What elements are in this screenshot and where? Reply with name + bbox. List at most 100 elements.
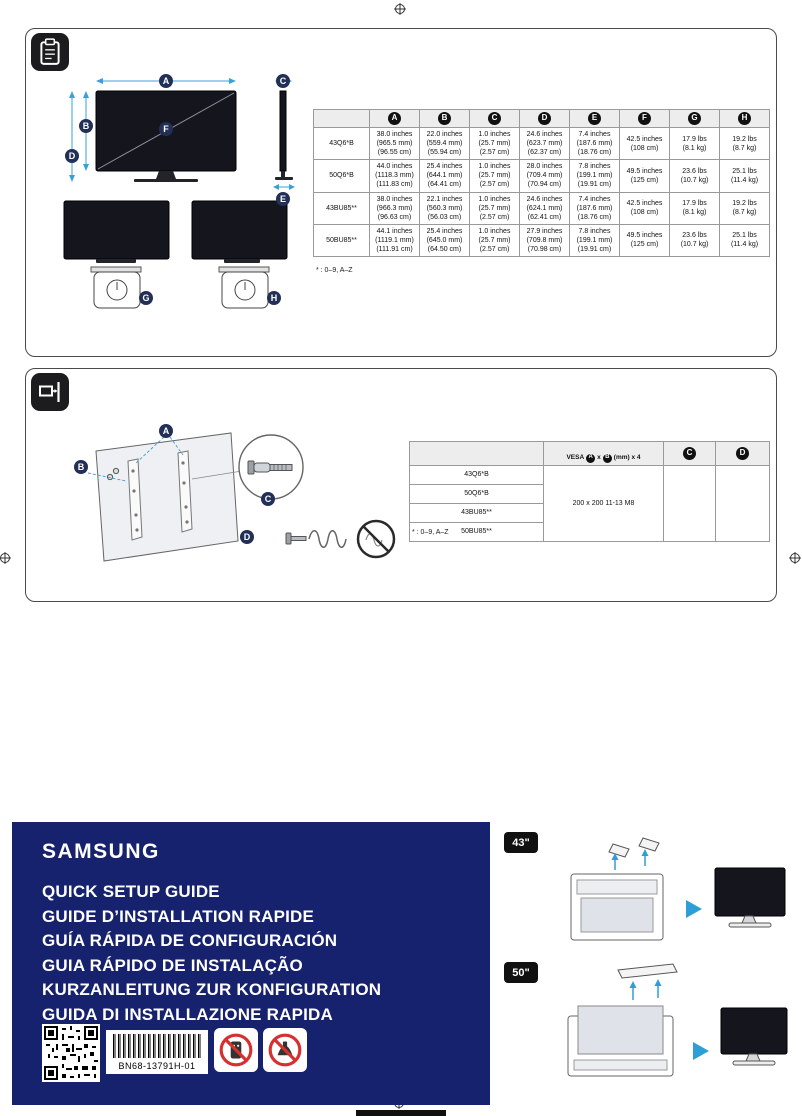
dim-label-a: A	[159, 74, 173, 88]
dim-table-header-row: A B C D E F G H	[313, 109, 770, 128]
spec-cell: 1.0 inches (25.7 mm) (2.57 cm)	[469, 126, 520, 161]
spec-cell: 27.9 inches (709.8 mm) (70.98 cm)	[519, 223, 570, 258]
col-letter-b: B	[438, 112, 451, 125]
c-value-cell	[663, 464, 716, 542]
model-cell: 43Q6*B	[313, 126, 370, 161]
size-badge-43: 43"	[504, 832, 538, 853]
mount-label-a: A	[159, 424, 173, 438]
scale-diagram-2	[191, 200, 288, 309]
dimensions-section: A B C D E F G H A B C D E F G	[25, 28, 777, 357]
spec-cell: 22.1 inches (560.3 mm) (56.03 cm)	[419, 191, 470, 225]
spec-cell: 28.0 inches (709.4 mm) (70.94 cm)	[519, 159, 570, 193]
title-fr: GUIDE D’INSTALLATION RAPIDE	[42, 906, 315, 926]
dim-label-f: F	[159, 122, 173, 136]
model-cell: 50Q6*B	[409, 483, 544, 504]
prohibition-icon-2	[263, 1028, 307, 1072]
spec-cell: 19.2 lbs (8.7 kg)	[719, 126, 770, 161]
model-cell: 43BU85**	[409, 502, 544, 523]
footnote: * : 0–9, A–Z	[412, 529, 449, 536]
vesa-value-cell: 200 x 200 11-13 M8	[543, 464, 664, 542]
assembly-43: 43"	[498, 822, 798, 957]
vesa-letter-d: D	[736, 446, 749, 460]
title-en: QUICK SETUP GUIDE	[42, 882, 220, 901]
mount-label-c: C	[261, 492, 275, 506]
barcode-lines	[113, 1034, 201, 1058]
samsung-logo: SAMSUNG	[42, 840, 160, 863]
vesa-header-row: VESA A x B (mm) x 4 C D	[409, 441, 770, 466]
col-header: C	[469, 109, 520, 128]
col-letter-e: E	[588, 112, 601, 125]
spec-cell: 1.0 inches (25.7 mm) (2.57 cm)	[469, 159, 520, 193]
vesa-letter-b: B	[602, 453, 612, 463]
col-letter-a: A	[388, 112, 401, 125]
dim-label-h: H	[267, 291, 281, 305]
mount-label-b: B	[74, 460, 88, 474]
model-cell: 50Q6*B	[313, 159, 370, 193]
vesa-letter-a: A	[586, 453, 596, 463]
d-value-cell	[715, 464, 770, 542]
title-pt: GUIA RÁPIDO DE INSTALAÇÃO	[42, 955, 303, 975]
spec-cell: 49.5 inches (125 cm)	[619, 223, 670, 258]
spec-cell: 44.1 inches (1119.1 mm) (111.91 cm)	[369, 223, 420, 258]
col-header: E	[569, 109, 620, 128]
table-row: 50Q6*B 44.0 inches (1118.3 mm) (111.83 c…	[313, 159, 770, 193]
screw-detail-inset	[191, 434, 304, 500]
table-row: 43BU85** 38.0 inches (966.3 mm) (96.63 c…	[313, 191, 770, 225]
table-row: 50BU85**	[409, 521, 770, 542]
col-letter-h: H	[738, 112, 751, 125]
spec-cell: 24.6 inches (624.1 mm) (62.41 cm)	[519, 191, 570, 225]
wallmount-diagram	[87, 432, 396, 562]
spec-cell: 23.6 lbs (10.7 kg)	[669, 223, 720, 258]
model-cell: 43BU85**	[313, 191, 370, 225]
size-badge-50: 50"	[504, 962, 538, 983]
vesa-sep: x	[597, 454, 601, 462]
col-header: A	[369, 109, 420, 128]
assembly-diagram-50	[567, 963, 788, 1077]
next-step-arrow	[693, 1042, 709, 1060]
model-header-cell	[313, 109, 370, 128]
spec-cell: 7.8 inches (199.1 mm) (19.91 cm)	[569, 159, 620, 193]
print-color-bar	[356, 1110, 446, 1116]
model-cell: 50BU85**	[409, 521, 544, 542]
next-step-arrow	[686, 900, 702, 918]
table-row: 43Q6*B 38.0 inches (965.5 mm) (96.55 cm)…	[313, 126, 770, 161]
table-row: 50BU85** 44.1 inches (1119.1 mm) (111.91…	[313, 223, 770, 258]
spec-cell: 24.6 inches (623.7 mm) (62.37 cm)	[519, 126, 570, 161]
registration-mark	[789, 551, 801, 564]
spacer-detail	[285, 530, 347, 548]
tv-back-panel	[95, 432, 239, 562]
wallmount-section: A B C D VESA A x B (mm) x 4	[25, 368, 777, 602]
col-header: B	[419, 109, 470, 128]
up-arrows	[629, 979, 662, 1000]
mount-label-d: D	[240, 530, 254, 544]
dim-label-c: C	[276, 74, 290, 88]
prohibition-icon-1	[214, 1028, 258, 1072]
leader-lines	[87, 436, 184, 482]
spec-cell: 25.1 lbs (11.4 kg)	[719, 159, 770, 193]
col-header: G	[669, 109, 720, 128]
tv-in-box	[570, 873, 664, 941]
registration-mark	[0, 551, 11, 564]
title-es: GUÍA RÁPIDA DE CONFIGURACIÓN	[42, 931, 338, 950]
blank-header-cell	[409, 441, 544, 466]
footnote: * : 0–9, A–Z	[316, 267, 353, 274]
col-letter-d: D	[538, 112, 551, 125]
spec-cell: 38.0 inches (966.3 mm) (96.63 cm)	[369, 191, 420, 225]
assembled-tv	[714, 867, 786, 928]
table-row: 43Q6*B 200 x 200 11-13 M8	[409, 464, 770, 542]
barcode: BN68-13791H-01	[106, 1030, 208, 1074]
tv-front-view	[95, 90, 237, 182]
up-arrows	[611, 849, 649, 870]
vesa-letter-c: C	[683, 446, 696, 460]
spec-cell: 42.5 inches (108 cm)	[619, 126, 670, 161]
dim-label-g: G	[139, 291, 153, 305]
vesa-header-cell: VESA A x B (mm) x 4	[543, 441, 664, 466]
qr-code	[42, 1024, 100, 1082]
guide-titles: QUICK SETUP GUIDE GUIDE D’INSTALLATION R…	[42, 880, 381, 1027]
stand-parts	[608, 837, 660, 858]
model-cell: 50BU85**	[313, 223, 370, 258]
clipboard-icon	[31, 33, 69, 71]
tv-in-box	[567, 1005, 674, 1077]
col-header: H	[719, 109, 770, 128]
